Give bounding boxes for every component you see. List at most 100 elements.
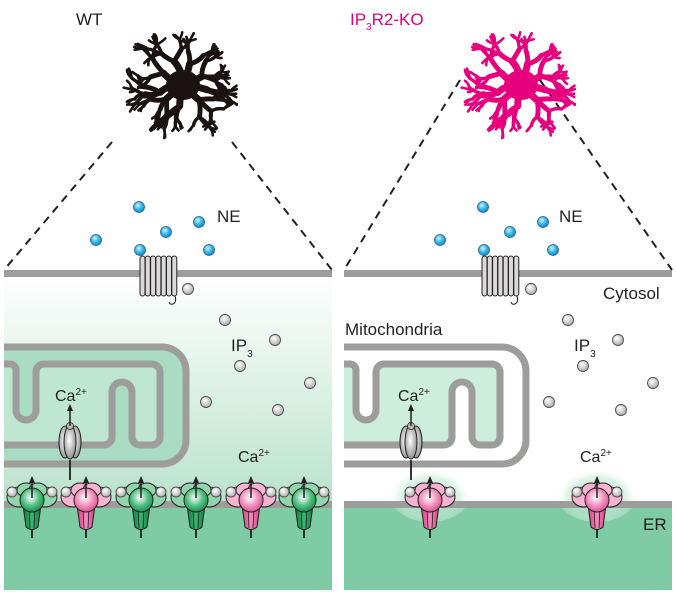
astrocyte-process	[477, 77, 483, 84]
receptor-helix	[508, 255, 514, 297]
ip3-molecule	[525, 283, 537, 295]
astrocyte-process	[191, 115, 202, 127]
wt-title: WT	[76, 10, 102, 29]
astrocyte-process	[229, 99, 239, 106]
bound-ip3	[444, 486, 456, 498]
ip3-molecule	[615, 404, 627, 416]
astrocyte-process	[178, 122, 183, 130]
bound-ip3	[155, 486, 167, 498]
astrocyte-process	[142, 55, 153, 65]
receptor-helix	[492, 255, 499, 297]
receptor-helix	[502, 255, 509, 297]
astrocyte-process	[160, 119, 164, 129]
astrocyte-process	[557, 87, 563, 97]
astrocyte-process	[207, 125, 215, 137]
astrocyte-process	[180, 39, 188, 46]
astrocyte-process	[477, 104, 483, 113]
astrocyte-process	[558, 70, 568, 74]
molecules-layer	[90, 201, 659, 416]
ne-molecule	[477, 201, 489, 213]
ko-cyto-ca-label: Ca2+	[580, 448, 612, 466]
ip3-molecule	[272, 404, 284, 416]
ne-molecule	[193, 216, 205, 228]
receptor-helix	[486, 255, 493, 297]
ko-ne-label: NE	[559, 207, 583, 226]
arrow-head-icon	[193, 476, 199, 483]
ip3-molecule	[269, 334, 281, 346]
mitochondrial-calcium-uniporter	[58, 404, 82, 480]
ne-molecule	[203, 244, 215, 256]
receptor-helix	[513, 255, 520, 297]
receptor-helix	[481, 255, 488, 297]
bound-ip3	[265, 486, 277, 498]
astrocyte-process	[210, 121, 219, 130]
astrocyte-process	[546, 109, 552, 125]
astrocyte-process	[222, 102, 234, 111]
astrocyte-process	[127, 97, 137, 104]
ip3-receptor-active	[170, 476, 222, 538]
ip3-receptor-inactive	[571, 476, 623, 538]
receptor-helix	[144, 255, 151, 297]
receptor-helix	[166, 255, 172, 297]
astrocyte-process	[526, 123, 533, 132]
astrocyte-process	[510, 33, 519, 41]
cytosol-label: Cytosol	[603, 284, 660, 303]
ne-molecule	[478, 244, 490, 256]
astrocyte-process	[487, 51, 502, 59]
astrocyte-process	[471, 47, 483, 52]
ko-er-membrane	[344, 501, 672, 508]
receptor-helix	[155, 255, 162, 297]
zoom-lines	[3, 79, 673, 271]
ip3-receptor-active	[6, 476, 58, 538]
astrocyte-process	[557, 64, 562, 73]
receptor-helix	[160, 255, 167, 297]
ne-molecule	[434, 234, 446, 246]
wt-cyto-ca-label: Ca2+	[238, 448, 270, 466]
ip3-molecule	[562, 314, 574, 326]
bound-ip3	[318, 486, 330, 498]
astrocyte-process	[223, 76, 231, 86]
astrocyte-process	[162, 127, 166, 140]
ip3-molecule	[182, 283, 194, 295]
astrocyte-process	[545, 125, 553, 137]
mcu-subunit	[404, 424, 418, 460]
astrocyte-process	[211, 97, 225, 102]
astrocyte-process	[567, 99, 577, 106]
astrocyte-process	[208, 109, 214, 125]
wt-mito-ca-label: Ca2+	[55, 387, 87, 405]
arrow-head-icon	[67, 404, 73, 411]
arrow-head-icon	[138, 476, 144, 483]
ip3-molecule	[543, 396, 555, 408]
receptor-helix	[150, 255, 157, 297]
ne-molecule	[133, 201, 145, 213]
astrocyte-process	[125, 79, 134, 91]
mcu-layer	[58, 404, 423, 480]
astrocyte-process	[548, 43, 553, 53]
astrocyte-process	[547, 106, 564, 113]
ip3-receptor-active	[278, 476, 330, 538]
gpcr-layer	[139, 255, 520, 305]
astrocyte-process	[548, 121, 557, 130]
bound-ip3	[60, 486, 72, 498]
astrocyte-process	[210, 52, 221, 56]
astrocyte-process	[512, 124, 518, 132]
ip3r-layer	[6, 476, 623, 538]
astrocyte-process	[149, 51, 164, 59]
mitochondrial-calcium-uniporter	[399, 404, 423, 480]
astrocyte-process	[490, 37, 496, 46]
ip3-receptor-inactive	[404, 476, 456, 538]
receptor-helix	[139, 255, 146, 297]
astrocyte-process	[139, 77, 145, 84]
ne-molecule	[134, 244, 146, 256]
wt-ne-label: NE	[217, 207, 241, 226]
astrocyte-process	[465, 97, 475, 104]
astrocyte-process	[188, 123, 195, 132]
bound-ip3	[611, 486, 623, 498]
ip3-molecule	[219, 314, 231, 326]
bound-ip3	[571, 486, 583, 498]
bound-ip3	[404, 486, 416, 498]
arrow-head-icon	[301, 476, 307, 483]
astrocyte-process	[558, 83, 565, 89]
astrocyte-process	[548, 52, 559, 56]
